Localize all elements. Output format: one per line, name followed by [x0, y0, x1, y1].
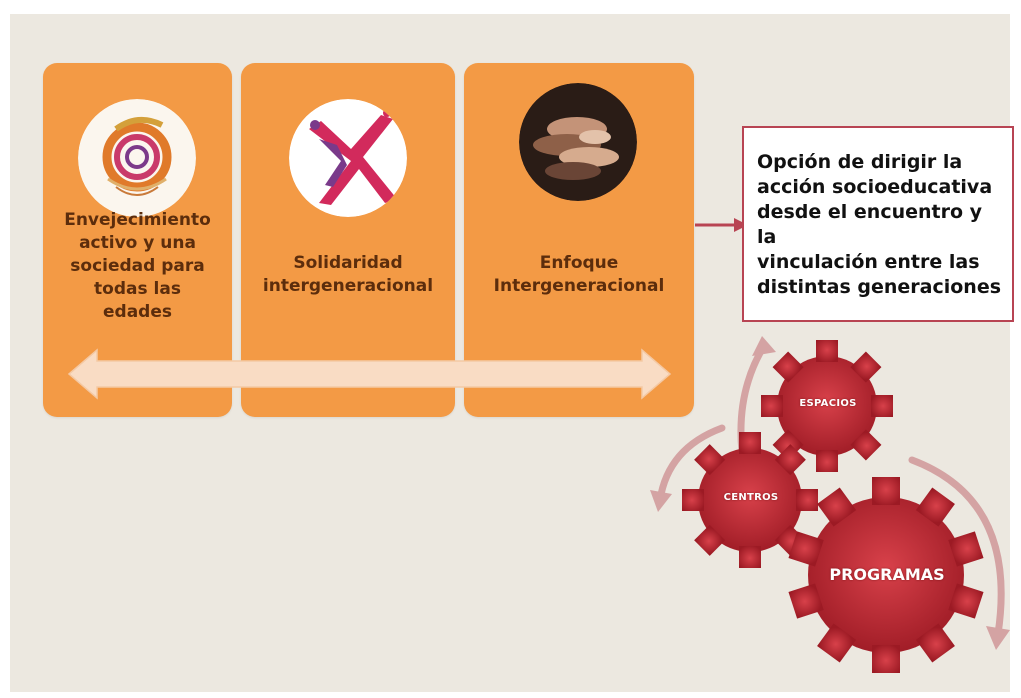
cycle-arrow [656, 424, 726, 504]
cycle-arrow [908, 456, 1005, 638]
connector-arrow [695, 218, 748, 232]
ageing-logo-icon [78, 99, 196, 217]
joined-hands-photo [519, 83, 637, 201]
gear-programas-icon [788, 477, 984, 673]
panel-enfoque: Enfoque Intergeneracional [464, 63, 694, 417]
panel-label: Enfoque Intergeneracional [493, 253, 665, 296]
double-arrow [67, 348, 672, 400]
gear-centros-icon [682, 432, 818, 568]
panel-solidaridad: Solidaridad intergeneracional [241, 63, 455, 417]
gear-label-programas: PROGRAMAS [829, 565, 945, 584]
panel-envejecimiento: Envejecimiento activo y una sociedad par… [43, 63, 232, 417]
gear-label-espacios: ESPACIOS [799, 398, 857, 409]
panel-label: Envejecimiento activo y una sociedad par… [64, 210, 211, 322]
cycle-arrowhead [752, 336, 776, 356]
gear-label-centros: CENTROS [723, 492, 779, 503]
cycle-arrowhead [650, 490, 672, 512]
cycle-arrowhead [986, 626, 1010, 650]
panel-label: Solidaridad intergeneracional [262, 253, 434, 296]
solidarity-figures-icon [289, 99, 407, 217]
callout-box: Opción de dirigir la acción socioeducati… [742, 126, 1014, 322]
